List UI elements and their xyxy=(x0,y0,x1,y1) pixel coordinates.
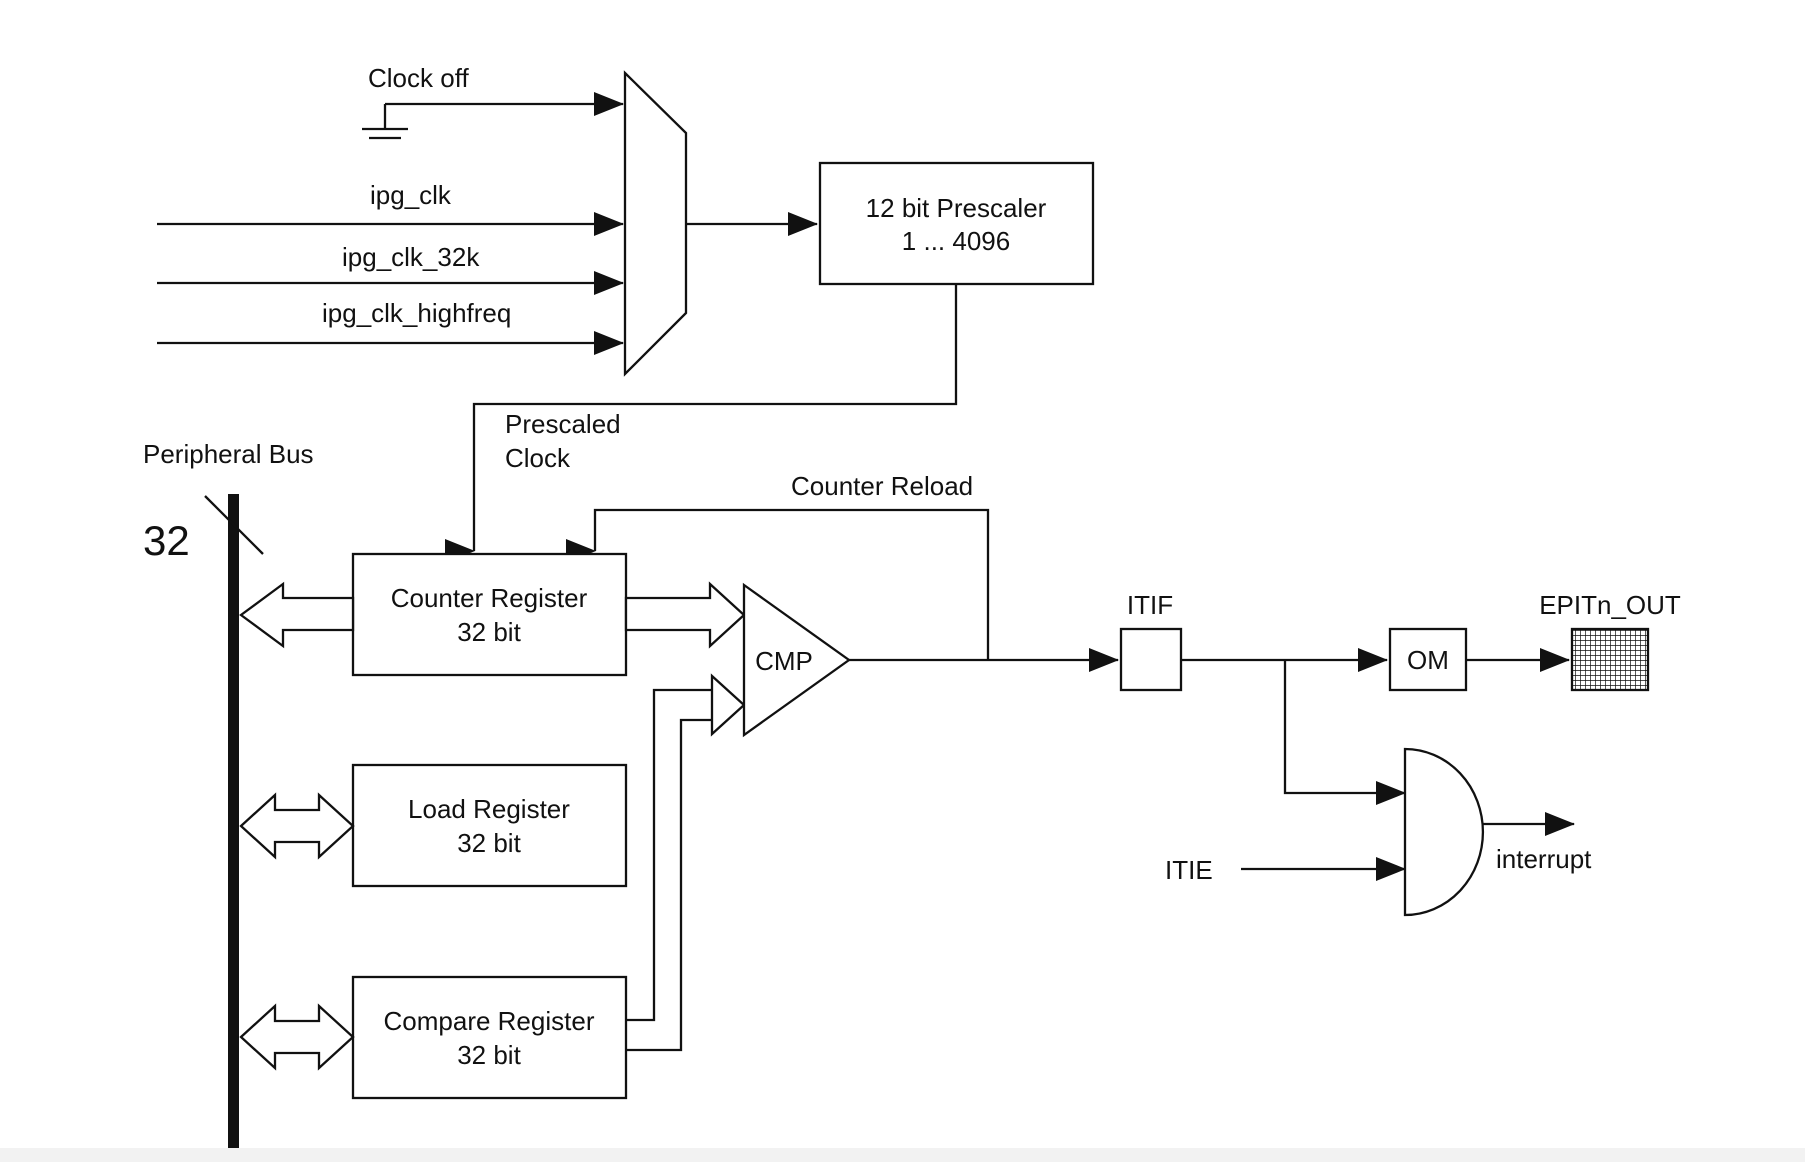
prescaler-label: 12 bit Prescaler xyxy=(866,193,1047,223)
load-register-width: 32 bit xyxy=(457,828,521,858)
epit-out-label: EPITn_OUT xyxy=(1539,590,1681,620)
comparator-label: CMP xyxy=(755,646,813,676)
bus-width-label: 32 xyxy=(143,517,190,564)
itif-to-and-wire xyxy=(1283,660,1406,805)
compare-bus-arrow xyxy=(239,1003,355,1071)
epit-out-pin xyxy=(1570,627,1650,692)
load-register-block xyxy=(351,763,628,888)
compare-register-label: Compare Register xyxy=(384,1006,595,1036)
om-block xyxy=(1388,627,1468,692)
compare-to-cmp-arrowhead xyxy=(710,673,746,737)
load-bus-arrow xyxy=(239,792,355,860)
peripheral-bus xyxy=(228,494,239,1156)
counter-register-block xyxy=(351,552,628,677)
interrupt-and-gate xyxy=(1403,747,1485,917)
bus-width-slash xyxy=(204,495,264,555)
clock-off-label: Clock off xyxy=(368,63,469,93)
om-label: OM xyxy=(1407,645,1449,675)
prescaled-label-line1: Prescaled xyxy=(505,409,621,439)
itie-label: ITIE xyxy=(1165,855,1213,885)
counter-to-bus-arrow xyxy=(239,581,355,649)
counter-to-cmp-arrow xyxy=(624,581,746,649)
prescaler-range: 1 ... 4096 xyxy=(902,226,1010,256)
comparator xyxy=(742,582,851,738)
peripheral-bus-label: Peripheral Bus xyxy=(143,439,314,469)
compare-bus-lower xyxy=(626,718,712,1052)
ipg-clk-label: ipg_clk xyxy=(370,180,452,210)
compare-bus-upper xyxy=(626,688,712,1022)
compare-register-width: 32 bit xyxy=(457,1040,521,1070)
prescaler-block xyxy=(818,161,1095,286)
counter-reload-wire xyxy=(566,508,990,660)
counter-register-label: Counter Register xyxy=(391,583,588,613)
ipg-clk-32k-label: ipg_clk_32k xyxy=(342,242,480,272)
clock-mux xyxy=(623,70,688,377)
counter-reload-label: Counter Reload xyxy=(791,471,973,501)
compare-register-block xyxy=(351,975,628,1100)
itif-flag-block xyxy=(1119,627,1183,692)
bottom-strip xyxy=(0,1148,1805,1162)
load-register-label: Load Register xyxy=(408,794,570,824)
itif-label: ITIF xyxy=(1127,590,1173,620)
ipg-clk-highfreq-label: ipg_clk_highfreq xyxy=(322,298,511,328)
counter-register-width: 32 bit xyxy=(457,617,521,647)
interrupt-label: interrupt xyxy=(1496,844,1592,874)
prescaled-clock-wire xyxy=(445,284,958,563)
prescaled-label-line2: Clock xyxy=(505,443,571,473)
ground-symbol xyxy=(362,104,408,140)
